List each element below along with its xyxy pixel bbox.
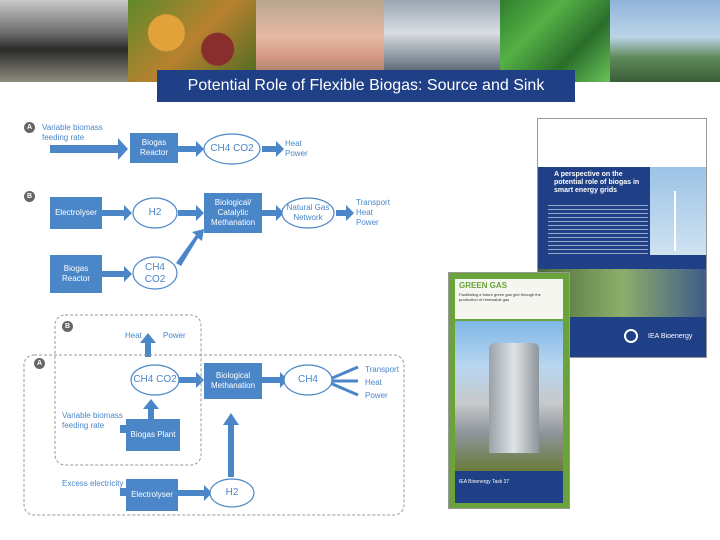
arrow-electrolyser-to-h2 [102, 205, 132, 221]
cloud-ch4-co2-bottom: CH4 CO2 [131, 370, 179, 390]
output-b-transport: Transport [356, 198, 416, 208]
label-a-top: A [24, 122, 35, 133]
silo-shape [489, 343, 539, 453]
biogas-plant-photo [610, 0, 720, 82]
cover1-brand: IEA Bioenergy [648, 333, 692, 340]
cover1-top-band [538, 119, 706, 167]
cloud-h2-bottom: H2 [212, 483, 252, 503]
output-b-heat: Heat [356, 208, 416, 218]
cover2-subtitle: Facilitating a future green gas grid thr… [459, 292, 559, 302]
cover2-title: GREEN GAS [459, 281, 507, 290]
natural-gas-network: Natural Gas Network [283, 202, 333, 224]
wind-turbine-image [650, 167, 706, 255]
cows-photo [0, 0, 128, 82]
cover1-title: A perspective on the potential role of b… [554, 171, 646, 195]
outputs-a: Heat Power [285, 139, 335, 159]
label-b-top: B [24, 191, 35, 202]
outputs-bottom: Transport Heat Power [365, 363, 415, 402]
output-heat: Heat [365, 376, 415, 389]
flow-diagram: A Variable biomass feeding rate Biogas R… [0, 105, 440, 540]
power-label: Power [163, 331, 186, 341]
cover2-footer-band [455, 471, 563, 503]
arrow-methanation-to-network [262, 205, 284, 221]
label-b-bottom: B [62, 321, 73, 332]
arrow-reactor2-to-gas [102, 266, 132, 282]
report-cover-green-gas: GREEN GAS Facilitating a future green ga… [448, 272, 570, 509]
biogas-reactor-2: Biogas Reactor [50, 255, 102, 293]
arrow-gas-to-heat-power-up [140, 333, 156, 357]
heat-label: Heat [125, 331, 142, 341]
outputs-b: Transport Heat Power [356, 198, 416, 228]
wind-turbine-icon [674, 191, 676, 251]
electrolyser-bottom: Electrolyser [126, 479, 178, 511]
iea-logo-icon [624, 329, 638, 343]
excess-electricity-label: Excess electricity [62, 479, 124, 489]
output-transport: Transport [365, 363, 415, 376]
biogas-reactor-1: Biogas Reactor [130, 133, 178, 163]
arrow-reactor-to-gas [178, 141, 204, 157]
arrow-ch4-power [330, 383, 358, 395]
cover2-footer: IEA Bioenergy Task 37 [459, 479, 509, 485]
arrow-electrolyser-to-h2-bottom [178, 485, 212, 501]
bio-methanation: Biological Methanation [204, 363, 262, 399]
arrow-network-to-outputs [336, 205, 354, 221]
bio-catalytic-methanation: Biological/ Catalytic Methanation [204, 193, 262, 233]
arrow-h2-to-methanation-up [223, 413, 239, 477]
biogas-plant: Biogas Plant [126, 419, 180, 451]
label-a-bottom: A [34, 358, 45, 369]
arrow-plant-to-gas [143, 399, 159, 419]
arrow-gas-to-bio-methanation [178, 372, 204, 388]
arrow-gas2-to-methanation [176, 229, 204, 266]
cloud-ch4-bottom: CH4 [288, 370, 328, 390]
cloud-h2-1: H2 [133, 203, 177, 223]
cloud-ch4-co2-1: CH4 CO2 [204, 139, 260, 159]
output-power: Power [365, 389, 415, 402]
arrow-gas-to-heat-power [262, 141, 284, 157]
cover1-text-lines [548, 205, 648, 255]
arrow-ch4-transport [330, 367, 358, 379]
output-a-heat: Heat [285, 139, 335, 149]
electrolyser-1: Electrolyser [50, 197, 102, 229]
variable-biomass-bottom: Variable biomass feeding rate [62, 411, 124, 431]
output-b-power: Power [356, 218, 416, 228]
output-a-power: Power [285, 149, 335, 159]
arrow-h2-to-methanation [178, 205, 204, 221]
cloud-ch4-co2-2: CH4 CO2 [136, 263, 174, 285]
slide-title: Potential Role of Flexible Biogas: Sourc… [157, 70, 575, 102]
variable-biomass-label: Variable biomass feeding rate [42, 123, 112, 143]
